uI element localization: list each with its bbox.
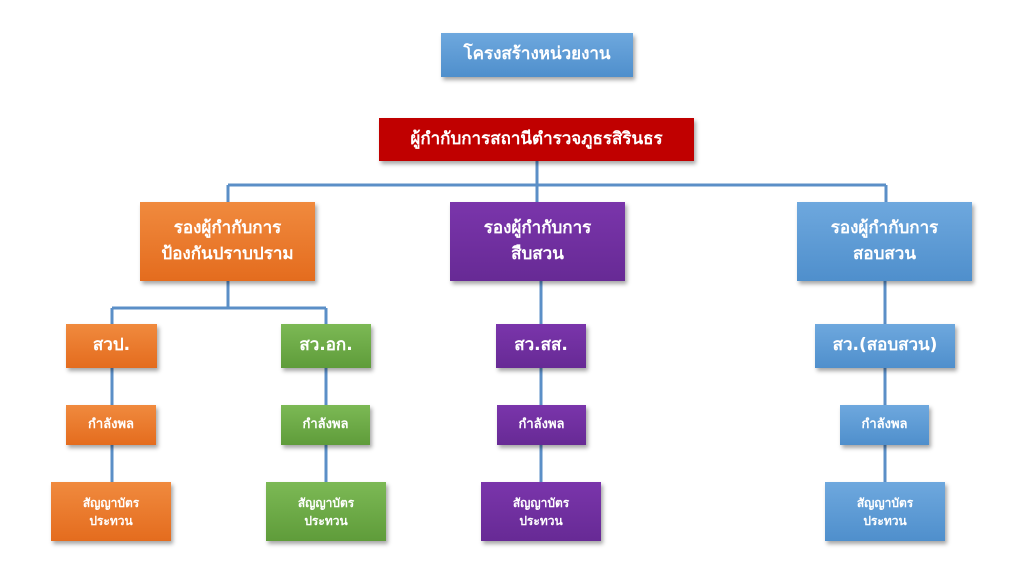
rank-box: สัญญาบัตร ประทวน <box>825 482 945 541</box>
staff-label: กำลังพล <box>518 417 565 433</box>
unit-box-svp: สวป. <box>66 324 157 368</box>
non-commissioned-label: ประทวน <box>89 513 133 528</box>
staff-box: กำลังพล <box>840 405 929 445</box>
deputy-line2: สืบสวน <box>511 243 564 264</box>
deputy-line1: รองผู้กำกับการ <box>483 218 592 238</box>
rank-box: สัญญาบัตร ประทวน <box>481 482 601 541</box>
staff-label: กำลังพล <box>87 417 135 433</box>
staff-label: กำลังพล <box>302 417 349 433</box>
staff-box: กำลังพล <box>497 405 586 445</box>
chart-title-text: โครงสร้างหน่วยงาน <box>463 44 611 65</box>
non-commissioned-label: ประทวน <box>304 513 348 528</box>
commissioned-label: สัญญาบัตร <box>856 495 914 510</box>
chart-title: โครงสร้างหน่วยงาน <box>441 33 633 77</box>
unit-name: สวป. <box>92 335 131 356</box>
deputy-line2: ป้องกันปราบปราม <box>161 243 294 264</box>
unit-name: สว.สส. <box>514 335 568 356</box>
commissioned-label: สัญญาบัตร <box>512 495 570 510</box>
deputy-line2: สอบสวน <box>853 243 916 264</box>
commissioned-label: สัญญาบัตร <box>82 495 140 510</box>
unit-box-svok: สว.อก. <box>281 324 371 368</box>
staff-label: กำลังพล <box>861 417 908 433</box>
deputy-line1: รองผู้กำกับการ <box>830 218 939 238</box>
non-commissioned-label: ประทวน <box>519 513 563 528</box>
deputy-investigation-box: รองผู้กำกับการ สืบสวน <box>450 202 625 281</box>
rank-box: สัญญาบัตร ประทวน <box>266 482 386 541</box>
deputy-prevention-box: รองผู้กำกับการ ป้องกันปราบปราม <box>140 202 315 281</box>
connector-prevention <box>110 281 328 324</box>
deputy-line1: รองผู้กำกับการ <box>173 218 282 238</box>
rank-box: สัญญาบัตร ประทวน <box>51 482 171 541</box>
non-commissioned-label: ประทวน <box>863 513 907 528</box>
head-text: ผู้กำกับการสถานีตำรวจภูธรสิรินธร <box>410 128 663 149</box>
staff-box: กำลังพล <box>281 405 370 445</box>
unit-box-svss: สว.สส. <box>496 324 586 368</box>
unit-name: สว.(สอบสวน) <box>832 335 938 356</box>
unit-box-inquiry: สว.(สอบสวน) <box>815 324 955 368</box>
head-box: ผู้กำกับการสถานีตำรวจภูธรสิรินธร <box>379 118 694 161</box>
unit-name: สว.อก. <box>299 335 353 356</box>
connector-head <box>226 161 888 202</box>
staff-box: กำลังพล <box>66 405 156 445</box>
deputy-inquiry-box: รองผู้กำกับการ สอบสวน <box>797 202 972 281</box>
commissioned-label: สัญญาบัตร <box>297 495 355 510</box>
